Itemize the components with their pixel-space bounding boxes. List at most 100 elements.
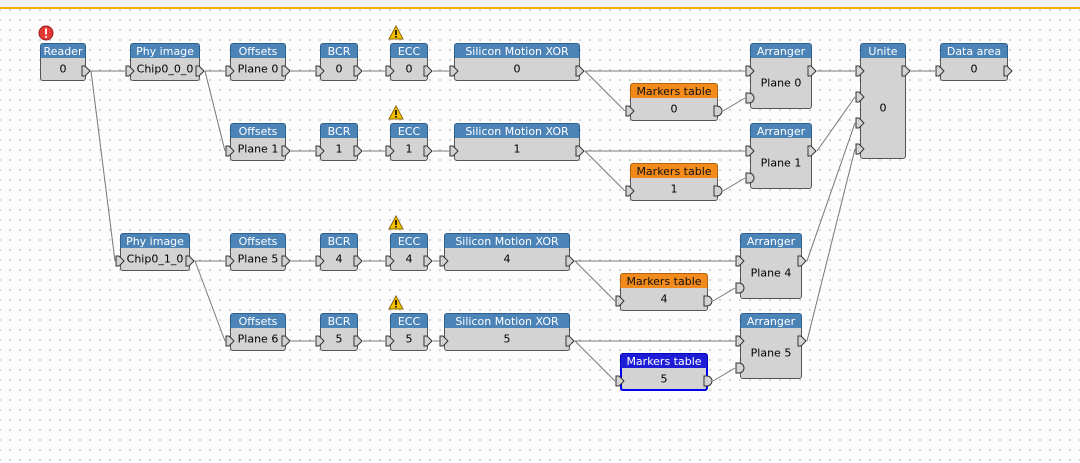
connection-wire: [722, 97, 746, 112]
input-port[interactable]: [855, 65, 865, 77]
node-header: Offsets: [230, 43, 286, 59]
input-port[interactable]: [745, 92, 755, 104]
input-port[interactable]: [735, 335, 745, 347]
node-value: Plane 4: [750, 266, 792, 280]
input-port[interactable]: [615, 295, 625, 307]
input-port[interactable]: [315, 255, 325, 267]
node-value: Chip0_0_0: [136, 62, 194, 76]
output-port[interactable]: [797, 335, 807, 347]
input-port[interactable]: [449, 145, 459, 157]
output-port[interactable]: [353, 255, 363, 267]
connection-wire: [712, 367, 736, 382]
output-port[interactable]: [565, 335, 575, 347]
output-port[interactable]: [713, 105, 723, 117]
input-port[interactable]: [855, 117, 865, 129]
input-port[interactable]: [855, 91, 865, 103]
output-port[interactable]: [423, 335, 433, 347]
input-port[interactable]: [735, 255, 745, 267]
input-port[interactable]: [125, 65, 135, 77]
output-port[interactable]: [901, 65, 911, 77]
output-port[interactable]: [565, 255, 575, 267]
input-port[interactable]: [225, 335, 235, 347]
output-port[interactable]: [185, 255, 195, 267]
input-port[interactable]: [315, 335, 325, 347]
input-port[interactable]: [385, 65, 395, 77]
output-port[interactable]: [353, 145, 363, 157]
node-value: 1: [335, 142, 343, 156]
input-port[interactable]: [225, 145, 235, 157]
output-port[interactable]: [703, 295, 713, 307]
output-port[interactable]: [713, 185, 723, 197]
input-port[interactable]: [745, 145, 755, 157]
output-port[interactable]: [575, 65, 585, 77]
input-port[interactable]: [385, 255, 395, 267]
output-port[interactable]: [797, 255, 807, 267]
input-port[interactable]: [225, 255, 235, 267]
output-port[interactable]: [281, 145, 291, 157]
input-port[interactable]: [615, 375, 625, 387]
output-port[interactable]: [195, 65, 205, 77]
input-port[interactable]: [735, 282, 745, 294]
output-port[interactable]: [81, 65, 91, 77]
output-port[interactable]: [423, 65, 433, 77]
input-port[interactable]: [449, 65, 459, 77]
output-port[interactable]: [353, 335, 363, 347]
input-port[interactable]: [855, 143, 865, 155]
input-port[interactable]: [115, 255, 125, 267]
output-port[interactable]: [1003, 65, 1013, 77]
node-body: 0: [630, 98, 718, 121]
output-port[interactable]: [575, 145, 585, 157]
input-port[interactable]: [625, 185, 635, 197]
output-port[interactable]: [807, 145, 817, 157]
output-port[interactable]: [353, 65, 363, 77]
input-port[interactable]: [439, 335, 449, 347]
input-port[interactable]: [625, 105, 635, 117]
output-port[interactable]: [281, 65, 291, 77]
output-port[interactable]: [423, 255, 433, 267]
output-port[interactable]: [281, 255, 291, 267]
input-port[interactable]: [735, 362, 745, 374]
output-port[interactable]: [281, 335, 291, 347]
output-port[interactable]: [807, 65, 817, 77]
input-port[interactable]: [385, 335, 395, 347]
input-port[interactable]: [225, 65, 235, 77]
node-value: Plane 1: [760, 156, 802, 170]
output-port[interactable]: [423, 145, 433, 157]
input-port[interactable]: [315, 145, 325, 157]
node-header: Markers table: [630, 83, 718, 99]
input-port[interactable]: [385, 145, 395, 157]
output-port[interactable]: [703, 375, 713, 387]
input-port[interactable]: [315, 65, 325, 77]
input-port[interactable]: [745, 65, 755, 77]
input-port[interactable]: [745, 172, 755, 184]
node-body: Chip0_1_0: [120, 248, 190, 271]
input-port[interactable]: [935, 65, 945, 77]
input-port[interactable]: [439, 255, 449, 267]
